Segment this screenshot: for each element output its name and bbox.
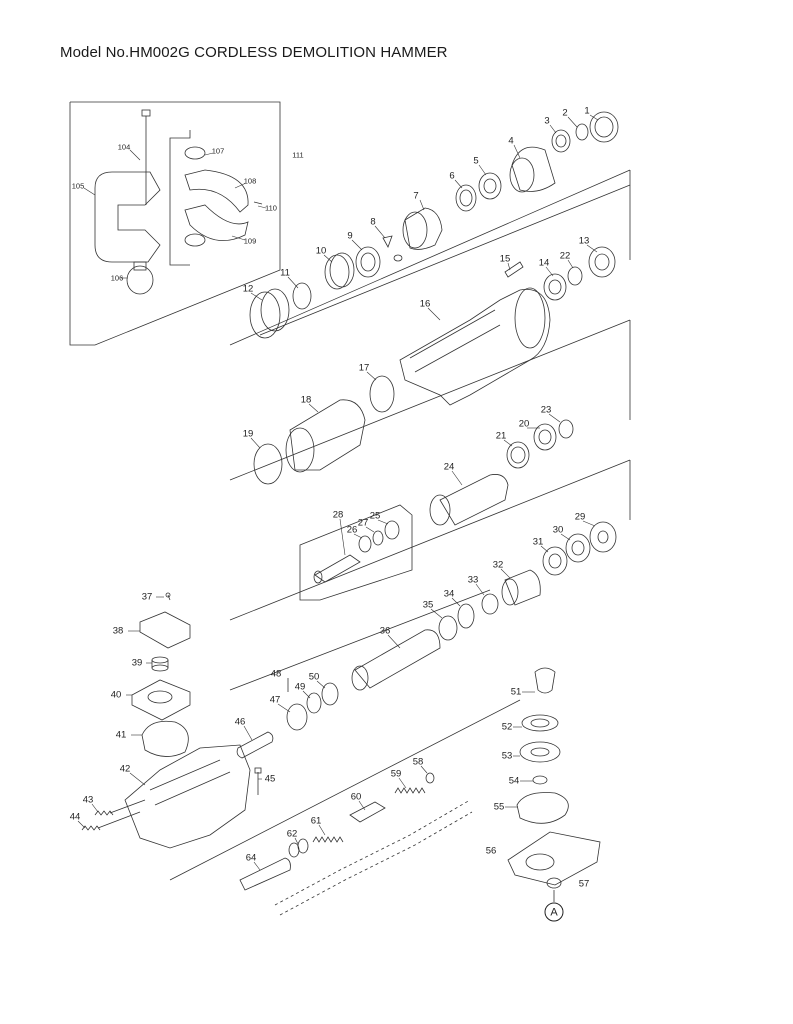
part-callout-23: 23 [540,404,552,416]
part-callout-13: 13 [578,235,590,247]
part-callout-24: 24 [443,461,455,473]
part-callout-49: 49 [294,681,306,693]
part-callout-15: 15 [499,253,511,265]
reference-marker-label: A [550,906,558,918]
part-callout-9: 9 [347,230,353,242]
part-callout-30: 30 [552,524,564,536]
handle-subgroup-bracket [169,130,191,266]
part-callout-57: 57 [578,878,590,890]
part-callout-21: 21 [495,430,507,442]
part-callout-40: 40 [110,689,122,701]
part-callout-6: 6 [449,170,455,182]
part-callout-105: 105 [71,181,85,191]
part-callout-37: 37 [141,591,153,603]
part-callout-19: 19 [242,428,254,440]
side-handle-group [94,109,263,295]
part-callout-42: 42 [119,763,131,775]
document-title: Model No.HM002G CORDLESS DEMOLITION HAMM… [60,44,448,61]
part-callout-8: 8 [370,216,376,228]
part-callout-2: 2 [562,107,568,119]
part-callout-14: 14 [538,257,550,269]
gear-housing-56 [507,831,601,886]
part-callout-35: 35 [422,599,434,611]
part-callout-11: 11 [280,267,290,279]
part-callout-33: 33 [467,574,479,586]
reference-marker-a: A [544,902,564,922]
part-callout-108: 108 [243,176,257,186]
part-callout-22: 22 [559,250,571,262]
part-callout-46: 46 [234,716,246,728]
part-callout-29: 29 [574,511,586,523]
part-callout-64: 64 [245,852,257,864]
part-callout-62: 62 [286,828,298,840]
part-callout-18: 18 [300,394,312,406]
part-callout-106: 106 [110,273,124,283]
part-callout-52: 52 [501,721,513,733]
part-callout-39: 39 [131,657,143,669]
part-callout-41: 41 [115,729,127,741]
part-callout-16: 16 [419,298,431,310]
part-callout-27: 27 [357,517,369,529]
part-callout-56: 56 [485,845,497,857]
bearing-box-40 [131,679,191,721]
part-callout-25: 25 [369,510,381,522]
part-callout-20: 20 [518,418,530,430]
part-callout-34: 34 [443,588,455,600]
part-callout-59: 59 [390,768,402,780]
part-callout-45: 45 [264,773,276,785]
part-callout-47: 47 [269,694,281,706]
part-callout-111: 111 [292,150,304,160]
part-callout-12: 12 [242,283,254,295]
part-callout-110: 110 [265,203,277,213]
crank-housing-42 [124,744,251,849]
part-callout-54: 54 [508,775,520,787]
part-callout-55: 55 [493,801,505,813]
part-callout-5: 5 [473,155,479,167]
part-callout-51: 51 [510,686,522,698]
part-callout-36: 36 [379,625,391,637]
part-callout-60: 60 [350,791,362,803]
part-callout-4: 4 [508,135,514,147]
part-callout-109: 109 [243,236,257,246]
part-callout-3: 3 [544,115,550,127]
part-callout-44: 44 [69,811,81,823]
part-callout-1: 1 [584,105,590,117]
part-callout-7: 7 [413,190,419,202]
subassembly-frame-28 [299,504,413,601]
side-handle-kit-frame [69,101,281,346]
part-callout-43: 43 [82,794,94,806]
part-callout-53: 53 [501,750,513,762]
part-callout-107: 107 [211,146,225,156]
gasket-41 [141,720,189,757]
part-callout-31: 31 [532,536,544,548]
part-callout-17: 17 [358,362,370,374]
part-callout-50: 50 [308,671,320,683]
part-callout-48: 48 [270,668,282,680]
part-callout-26: 26 [346,524,358,536]
part-callout-10: 10 [315,245,327,257]
cover-38 [139,611,191,649]
cylinder-36 [354,629,441,689]
part-callout-58: 58 [412,756,424,768]
part-callout-28: 28 [332,509,344,521]
part-callout-38: 38 [112,625,124,637]
part-callout-104: 104 [117,142,131,152]
part-callout-61: 61 [310,815,322,827]
part-callout-32: 32 [492,559,504,571]
